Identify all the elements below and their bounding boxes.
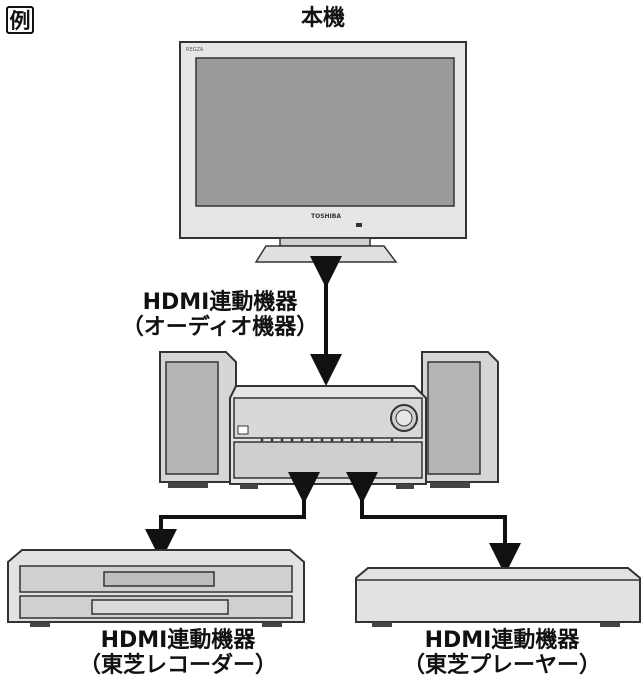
tv-illustration: REGZA TOSHIBA bbox=[179, 41, 467, 263]
right-speaker bbox=[421, 351, 499, 488]
player-illustration bbox=[355, 567, 641, 627]
audio-label-line1: HDMI連動機器 bbox=[142, 290, 298, 315]
example-badge: 例 bbox=[6, 6, 34, 34]
tv-brand-text: TOSHIBA bbox=[311, 213, 341, 220]
left-speaker bbox=[159, 351, 237, 488]
recorder-label: HDMI連動機器 （東芝レコーダー） bbox=[48, 628, 308, 679]
audio-label-line2: （オーディオ機器） bbox=[121, 315, 319, 341]
tv-corner-brand: REGZA bbox=[186, 47, 204, 53]
recorder-label-line2: （東芝レコーダー） bbox=[78, 653, 277, 679]
recorder-label-line1: HDMI連動機器 bbox=[100, 628, 256, 653]
player-label-line1: HDMI連動機器 bbox=[424, 628, 580, 653]
player-label: HDMI連動機器 （東芝プレーヤー） bbox=[372, 628, 632, 679]
av-player-connection bbox=[346, 472, 521, 575]
av-amplifier bbox=[229, 385, 427, 489]
recorder-illustration bbox=[7, 549, 305, 627]
player-label-line2: （東芝プレーヤー） bbox=[402, 653, 601, 679]
av-recorder-connection bbox=[145, 472, 320, 561]
tv-label: 本機 bbox=[300, 6, 345, 31]
audio-label: HDMI連動機器 （オーディオ機器） bbox=[100, 290, 340, 341]
